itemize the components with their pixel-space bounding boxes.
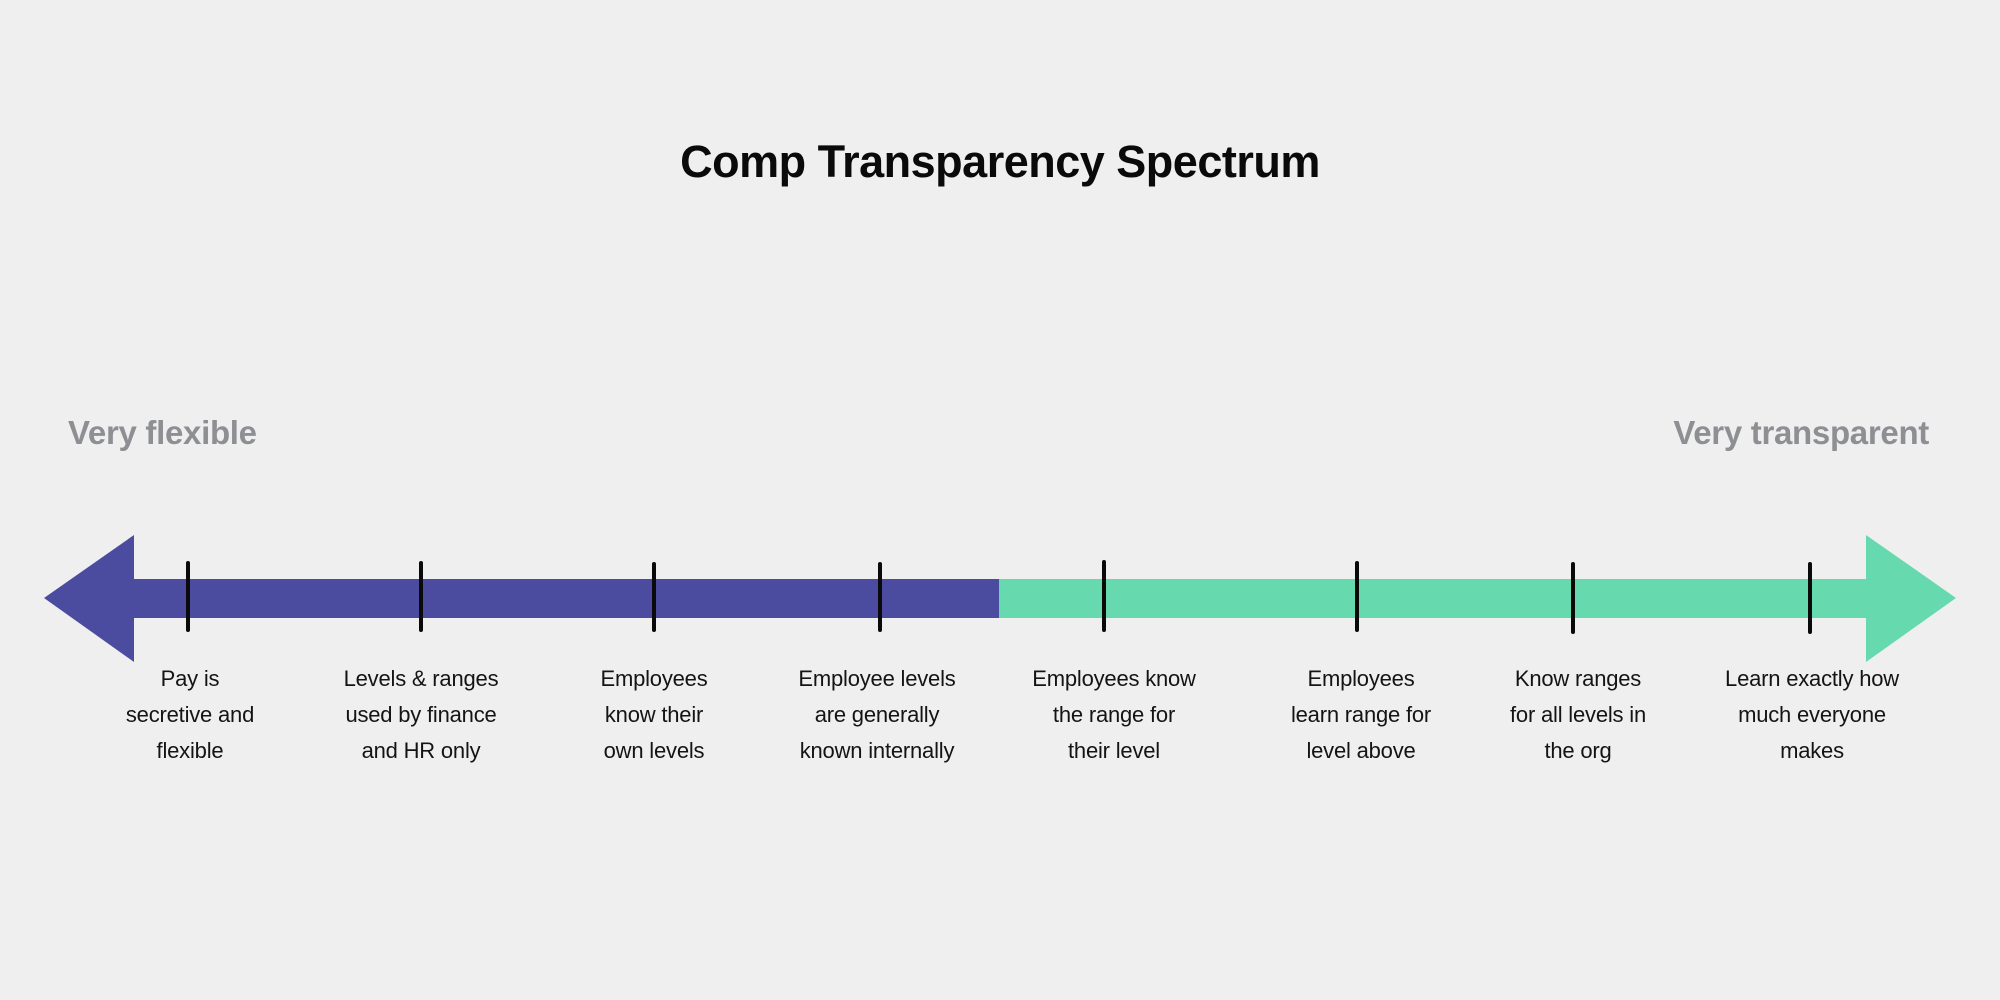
diagram-title: Comp Transparency Spectrum — [680, 136, 1320, 187]
transparent-segment — [999, 535, 1956, 662]
stage-label-4: Employee levels are generally known inte… — [798, 666, 956, 763]
stage-label-1: Pay is secretive and flexible — [125, 666, 255, 763]
stage-label-7: Know ranges for all levels in the org — [1510, 666, 1646, 763]
transparent-bar — [999, 579, 1868, 618]
right-arrowhead-icon — [1866, 535, 1956, 662]
right-end-label: Very transparent — [1673, 414, 1929, 451]
flexible-bar — [132, 579, 1000, 618]
stage-label-2: Levels & ranges used by finance and HR o… — [343, 666, 499, 763]
stage-label-5: Employees know the range for their level — [1032, 666, 1196, 763]
flexible-segment — [44, 535, 1000, 662]
stage-label-6: Employees learn range for level above — [1290, 666, 1432, 763]
left-arrowhead-icon — [44, 535, 134, 662]
stage-label-8: Learn exactly how much everyone makes — [1725, 666, 1899, 763]
tick-marks — [186, 560, 1812, 634]
left-end-label: Very flexible — [68, 414, 257, 451]
stage-label-3: Employees know their own levels — [600, 666, 708, 763]
